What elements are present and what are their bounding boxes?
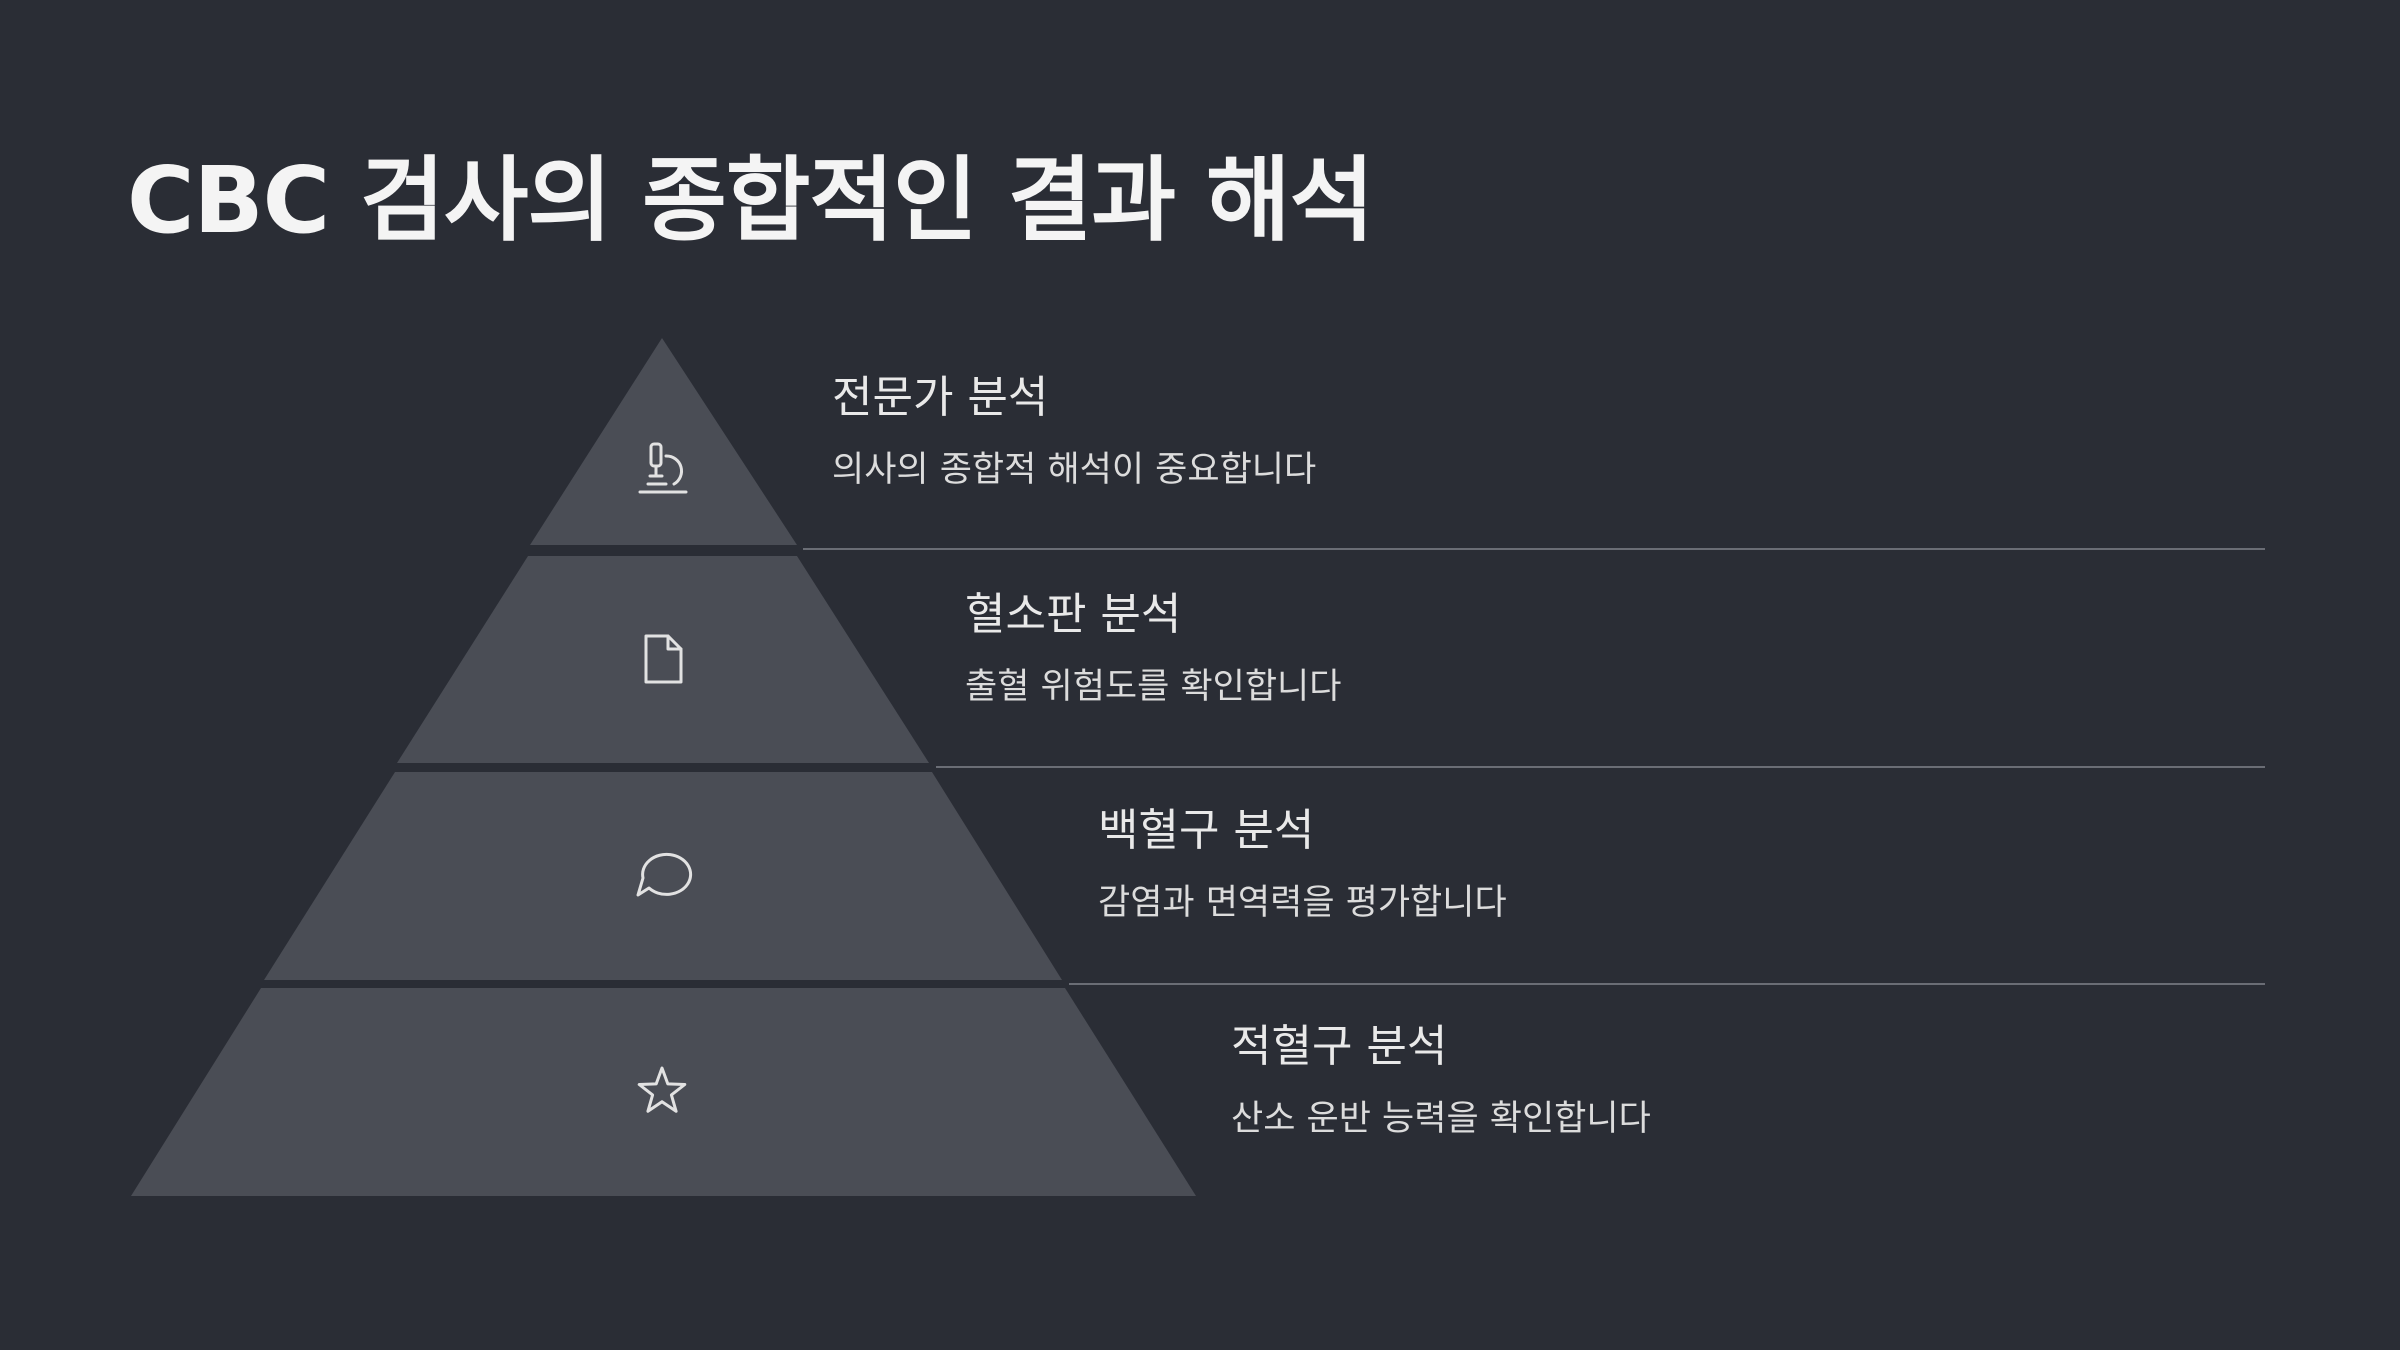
level-title: 혈소판 분석 xyxy=(965,589,1182,640)
level-wbc: 백혈구 분석 감염과 면역력을 평가합니다 xyxy=(1098,805,1507,924)
level-description: 출혈 위험도를 확인합니다 xyxy=(965,666,1342,707)
level-rbc: 적혈구 분석 산소 운반 능력을 확인합니다 xyxy=(1231,1021,1651,1140)
level-expert: 전문가 분석 의사의 종합적 해석이 중요합니다 xyxy=(832,372,1316,491)
pyramid-tier-3 xyxy=(264,772,1062,980)
level-title: 전문가 분석 xyxy=(832,372,1049,423)
level-description: 의사의 종합적 해석이 중요합니다 xyxy=(832,449,1317,490)
pyramid-tier-2 xyxy=(397,556,929,763)
star-icon xyxy=(637,1066,687,1113)
level-title: 적혈구 분석 xyxy=(1231,1021,1448,1072)
level-title: 백혈구 분석 xyxy=(1098,805,1315,856)
pyramid-tier-1 xyxy=(530,338,797,545)
level-description: 감염과 면역력을 평가합니다 xyxy=(1098,882,1507,923)
pyramid-tier-4 xyxy=(131,988,1196,1196)
microscope-icon xyxy=(638,442,688,494)
speech-bubble-icon xyxy=(636,852,693,897)
document-icon xyxy=(644,634,683,684)
slide-title: CBC 검사의 종합적인 결과 해석 xyxy=(127,147,1374,254)
level-platelet: 혈소판 분석 출혈 위험도를 확인합니다 xyxy=(965,589,1341,708)
level-description: 산소 운반 능력을 확인합니다 xyxy=(1231,1098,1651,1139)
